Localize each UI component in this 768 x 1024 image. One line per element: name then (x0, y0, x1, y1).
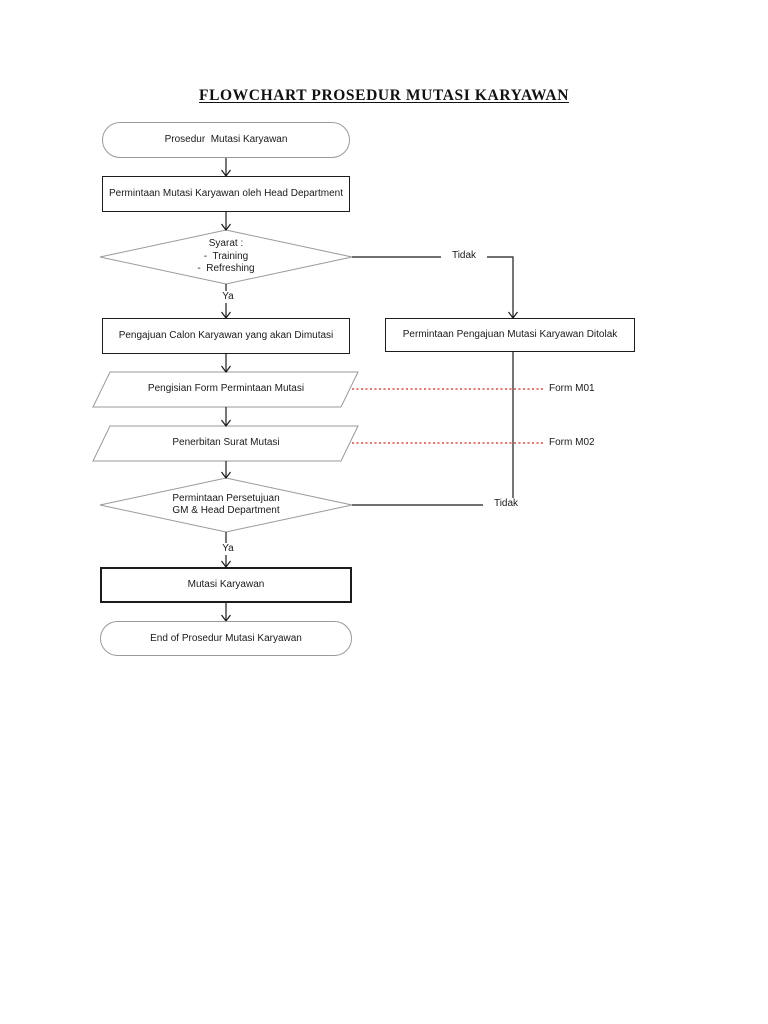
edge-label-ya-1: Ya (211, 291, 245, 303)
arrowhead-into-pengisian-form (221, 365, 231, 373)
decision-syarat-line1: Syarat : (208, 238, 244, 250)
arrowhead-into-penerbitan-surat (221, 419, 231, 427)
arrowhead-into-decision1 (221, 223, 231, 231)
decision-persetujuan-text: Permintaan Persetujuan GM & Head Departm… (116, 491, 336, 519)
edge-decision1-tidak (352, 256, 514, 318)
decision-syarat-line3: - Refreshing (197, 263, 255, 275)
io-pengisian-form-label: Pengisian Form Permintaan Mutasi (147, 383, 305, 395)
decision-syarat-text: Syarat : - Training - Refreshing (126, 237, 326, 277)
io-pengisian-form-text: Pengisian Form Permintaan Mutasi (110, 372, 342, 407)
edge-label-tidak-1: Tidak (441, 250, 487, 262)
io-penerbitan-surat-label: Penerbitan Surat Mutasi (172, 437, 280, 449)
decision-persetujuan-line1: Permintaan Persetujuan (172, 492, 280, 504)
form-ref-m02: Form M02 (549, 437, 595, 448)
decision-persetujuan-line2: GM & Head Department (172, 505, 280, 516)
node-mutasi-label: Mutasi Karyawan (187, 579, 265, 590)
node-end-label: End of Prosedur Mutasi Karyawan (150, 632, 302, 644)
node-ditolak-process: Permintaan Pengajuan Mutasi Karyawan Dit… (385, 318, 635, 352)
node-pengajuan-label: Pengajuan Calon Karyawan yang akan Dimut… (118, 330, 334, 341)
node-mutasi-process: Mutasi Karyawan (100, 567, 352, 603)
form-ref-m01: Form M01 (549, 383, 595, 394)
page-title: FLOWCHART PROSEDUR MUTASI KARYAWAN (199, 87, 569, 104)
node-ditolak-label: Permintaan Pengajuan Mutasi Karyawan Dit… (402, 329, 618, 340)
node-request-process: Permintaan Mutasi Karyawan oleh Head Dep… (102, 176, 350, 212)
arrowhead-into-decision2 (221, 471, 231, 479)
decision-syarat-line2: - Training (203, 250, 249, 262)
node-request-label: Permintaan Mutasi Karyawan oleh Head Dep… (108, 188, 343, 199)
node-start-label: Prosedur Mutasi Karyawan (164, 134, 288, 145)
node-end-terminator: End of Prosedur Mutasi Karyawan (100, 621, 352, 656)
edge-label-tidak-2: Tidak (483, 498, 529, 510)
io-penerbitan-surat-text: Penerbitan Surat Mutasi (110, 426, 342, 461)
edge-label-ya-2: Ya (211, 543, 245, 555)
io-penerbitan-surat-shape (92, 425, 359, 462)
io-pengisian-form-shape (92, 371, 359, 408)
node-start-terminator: Prosedur Mutasi Karyawan (102, 122, 350, 158)
node-pengajuan-process: Pengajuan Calon Karyawan yang akan Dimut… (102, 318, 350, 354)
